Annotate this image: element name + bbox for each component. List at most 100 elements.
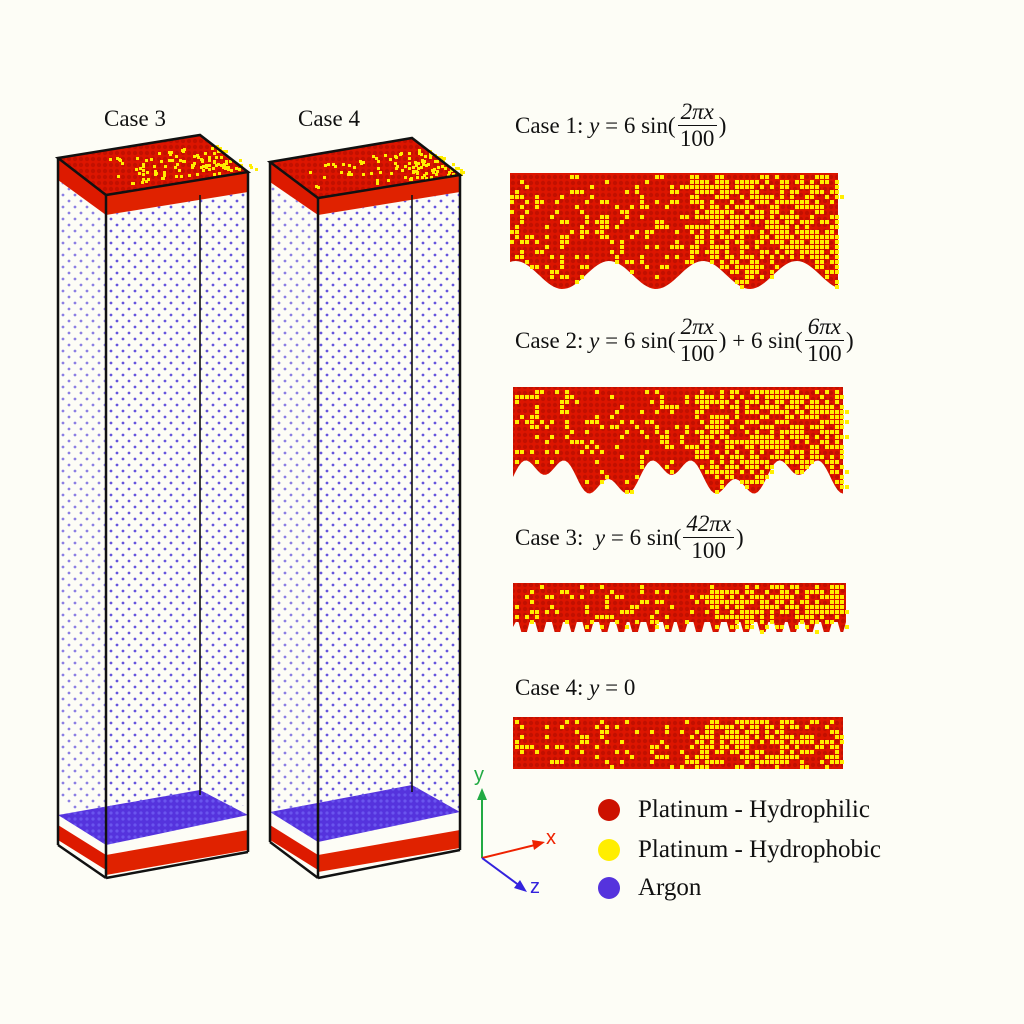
- hydrophobic-site: [442, 158, 445, 161]
- hydrophobic-site: [730, 725, 734, 729]
- hydrophobic-site: [675, 230, 679, 234]
- hydrophobic-site: [835, 435, 839, 439]
- hydrophobic-site: [745, 245, 749, 249]
- hydrophobic-site: [785, 200, 789, 204]
- hydrophobic-site: [650, 420, 654, 424]
- hydrophobic-site: [625, 215, 629, 219]
- hydrophobic-site: [545, 225, 549, 229]
- hydrophobic-site: [520, 745, 524, 749]
- hydrophobic-site: [800, 460, 804, 464]
- hydrophobic-site: [805, 765, 809, 769]
- hydrophobic-site: [720, 590, 724, 594]
- hydrophobic-site: [550, 270, 554, 274]
- hydrophobic-site: [775, 240, 779, 244]
- hydrophobic-site: [695, 235, 699, 239]
- hydrophobic-site: [825, 270, 829, 274]
- hydrophobic-site: [655, 390, 659, 394]
- hydrophobic-site: [372, 155, 375, 158]
- hydrophobic-site: [705, 215, 709, 219]
- hydrophobic-site: [690, 225, 694, 229]
- hydrophobic-site: [815, 425, 819, 429]
- hydrophobic-site: [510, 230, 514, 234]
- hydrophobic-site: [555, 210, 559, 214]
- hydrophobic-site: [434, 160, 437, 163]
- hydrophobic-site: [670, 765, 674, 769]
- hydrophobic-site: [324, 164, 327, 167]
- hydrophobic-site: [142, 163, 145, 166]
- hydrophobic-site: [715, 400, 719, 404]
- hydrophobic-site: [810, 610, 814, 614]
- hydrophobic-site: [720, 740, 724, 744]
- hydrophobic-site: [665, 725, 669, 729]
- hydrophobic-site: [700, 740, 704, 744]
- hydrophobic-site: [565, 390, 569, 394]
- hydrophobic-site: [705, 725, 709, 729]
- hydrophobic-site: [820, 605, 824, 609]
- hydrophobic-site: [353, 166, 356, 169]
- hydrophobic-site: [625, 480, 629, 484]
- hydrophobic-site: [835, 750, 839, 754]
- hydrophobic-site: [775, 400, 779, 404]
- hydrophobic-site: [840, 195, 844, 199]
- hydrophobic-site: [725, 730, 729, 734]
- hydrophobic-site: [590, 420, 594, 424]
- box-case-4: [266, 136, 465, 880]
- hydrophobic-site: [830, 410, 834, 414]
- hydrophobic-site: [695, 185, 699, 189]
- hydrophobic-site: [705, 610, 709, 614]
- hydrophobic-site: [715, 430, 719, 434]
- hydrophobic-site: [820, 740, 824, 744]
- hydrophobic-site: [750, 400, 754, 404]
- hydrophobic-site: [575, 760, 579, 764]
- hydrophobic-site: [805, 245, 809, 249]
- hydrophobic-site: [780, 395, 784, 399]
- hydrophobic-site: [575, 730, 579, 734]
- hydrophobic-site: [377, 160, 380, 163]
- hydrophobic-site: [805, 195, 809, 199]
- hydrophobic-site: [334, 165, 337, 168]
- hydrophobic-site: [600, 200, 604, 204]
- hydrophobic-site: [650, 730, 654, 734]
- hydrophobic-site: [835, 590, 839, 594]
- hydrophobic-site: [615, 255, 619, 259]
- hydrophobic-site: [755, 430, 759, 434]
- hydrophobic-site: [755, 390, 759, 394]
- hydrophobic-site: [825, 405, 829, 409]
- hydrophobic-site: [830, 470, 834, 474]
- hydrophobic-site: [810, 230, 814, 234]
- hydrophobic-site: [595, 755, 599, 759]
- hydrophobic-site: [735, 390, 739, 394]
- hydrophobic-site: [830, 225, 834, 229]
- hydrophobic-site: [790, 735, 794, 739]
- hydrophobic-site: [730, 390, 734, 394]
- hydrophobic-site: [715, 205, 719, 209]
- hydrophobic-site: [715, 420, 719, 424]
- hydrophobic-site: [695, 740, 699, 744]
- hydrophobic-site: [785, 745, 789, 749]
- hydrophobic-site: [595, 420, 599, 424]
- hydrophobic-site: [755, 725, 759, 729]
- hydrophobic-site: [655, 430, 659, 434]
- hydrophobic-site: [227, 166, 230, 169]
- hydrophobic-site: [740, 285, 744, 289]
- hydrophobic-site: [790, 255, 794, 259]
- hydrophobic-site: [730, 625, 734, 629]
- hydrophobic-site: [710, 720, 714, 724]
- hydrophobic-site: [835, 410, 839, 414]
- hydrophobic-site: [660, 740, 664, 744]
- hydrophobic-site: [650, 760, 654, 764]
- hydrophobic-site: [830, 270, 834, 274]
- hydrophobic-site: [845, 470, 849, 474]
- hydrophobic-site: [655, 225, 659, 229]
- hydrophobic-site: [630, 235, 634, 239]
- hydrophobic-site: [710, 600, 714, 604]
- hydrophobic-site: [730, 455, 734, 459]
- hydrophobic-site: [825, 755, 829, 759]
- hydrophobic-site: [735, 185, 739, 189]
- hydrophobic-site: [800, 470, 804, 474]
- hydrophobic-site: [810, 190, 814, 194]
- hydrophobic-site: [640, 215, 644, 219]
- hydrophobic-site: [795, 180, 799, 184]
- hydrophobic-site: [780, 740, 784, 744]
- hydrophobic-site: [360, 162, 363, 165]
